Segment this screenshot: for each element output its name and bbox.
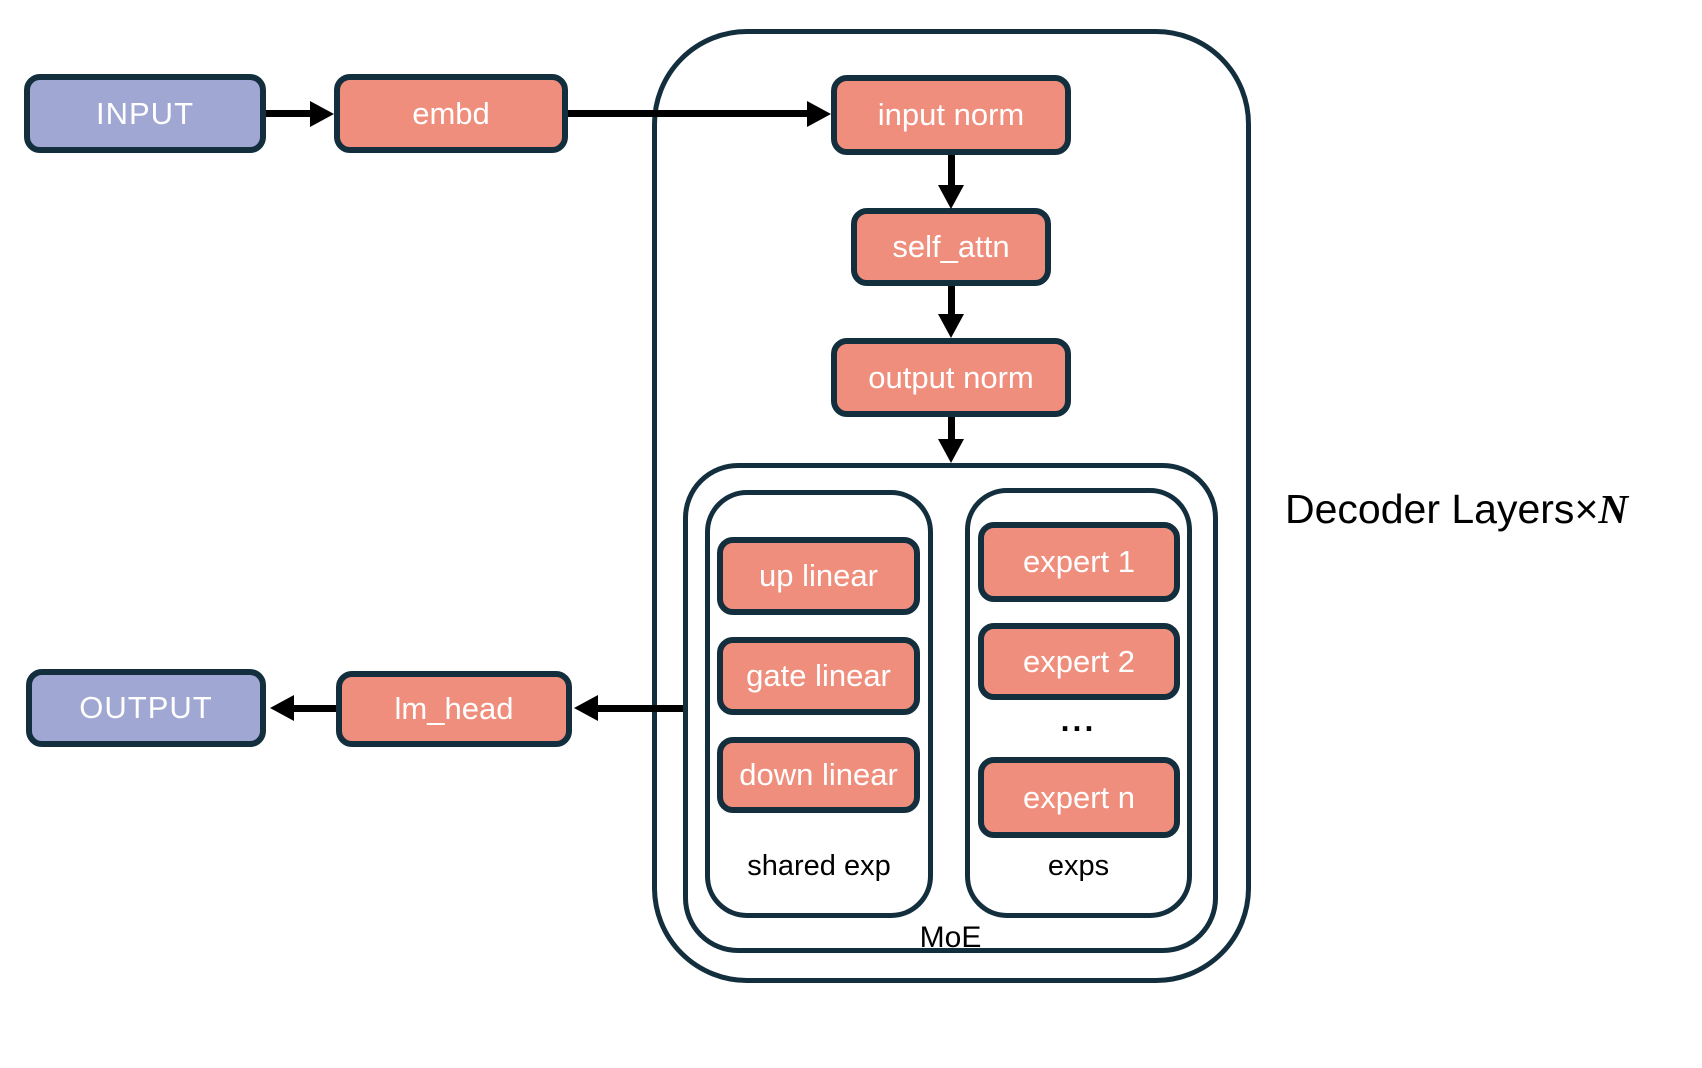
gate-linear-node: gate linear — [717, 637, 920, 715]
expert-1-node: expert 1 — [978, 522, 1180, 602]
arrow-head — [938, 439, 964, 463]
arrow-line — [948, 155, 955, 188]
input-node: INPUT — [24, 74, 266, 153]
arrow-line — [948, 286, 955, 316]
expert-2-node: expert 2 — [978, 623, 1180, 700]
experts-ellipsis: ... — [1060, 702, 1097, 738]
arrow-head — [270, 695, 294, 721]
output-norm-node: output norm — [831, 338, 1071, 417]
exps-container — [965, 488, 1192, 918]
arrow-line — [568, 110, 809, 117]
exps-label: exps — [1047, 850, 1110, 882]
lm-head-node: lm_head — [336, 671, 572, 747]
decoder-layers-container — [652, 29, 1251, 983]
expert-n-node: expert n — [978, 757, 1180, 838]
decoder-layers-caption: Decoder Layers×N — [1285, 485, 1628, 533]
arrow-head — [938, 314, 964, 338]
multiply-symbol: × — [1574, 486, 1599, 532]
arrow-head — [807, 101, 831, 127]
decoder-layers-n: N — [1598, 486, 1628, 532]
shared-exp-container — [705, 490, 933, 918]
input-norm-node: input norm — [831, 75, 1071, 155]
arrow-head — [574, 695, 598, 721]
decoder-layers-caption-text: Decoder Layers — [1285, 486, 1575, 532]
embd-node: embd — [334, 74, 568, 153]
self-attn-node: self_attn — [851, 208, 1051, 286]
up-linear-node: up linear — [717, 537, 920, 615]
moe-container — [683, 463, 1218, 953]
arrow-line — [596, 705, 683, 712]
moe-label: MoE — [919, 921, 982, 954]
arrow-head — [938, 185, 964, 209]
arrow-line — [266, 110, 312, 117]
arrow-line — [948, 417, 955, 441]
down-linear-node: down linear — [717, 737, 920, 813]
output-node: OUTPUT — [26, 669, 266, 747]
arrow-head — [310, 101, 334, 127]
arrow-line — [292, 705, 336, 712]
shared-exp-label: shared exp — [747, 850, 891, 882]
